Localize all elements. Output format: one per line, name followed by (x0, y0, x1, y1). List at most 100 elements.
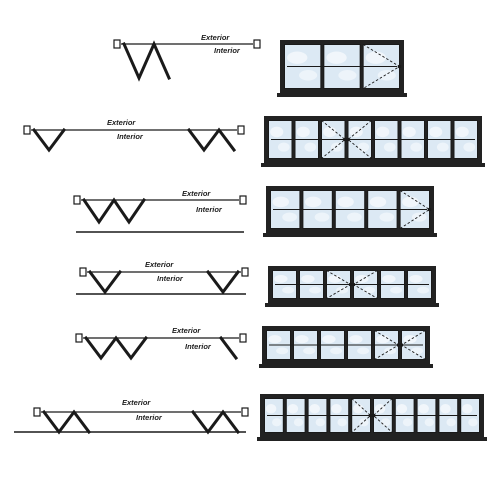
swing-indicator (351, 398, 372, 433)
glass-reflection (287, 51, 308, 64)
folded-panels-stack (81, 197, 147, 225)
glass-reflection (336, 286, 349, 294)
glass-reflection (315, 418, 326, 427)
handle-knob (371, 413, 376, 418)
glass-reflection (323, 126, 337, 138)
glass-reflection (462, 403, 473, 414)
folded-panels-stack (218, 335, 239, 361)
glass-reflection (330, 347, 343, 355)
glass-reflection (440, 403, 451, 414)
glass-reflection (287, 403, 299, 414)
jamb-right (239, 195, 247, 205)
glass-reflection (383, 142, 396, 152)
glass-reflection (424, 418, 435, 427)
glass-reflection (402, 418, 413, 427)
glass-reflection (357, 142, 370, 152)
door-sill (265, 303, 439, 307)
door-panel (266, 330, 291, 360)
glass-reflection (303, 347, 316, 355)
interior-label: Interior (214, 46, 241, 55)
glass-reflection (374, 403, 386, 414)
elevation-view (263, 186, 437, 237)
glass-reflection (301, 274, 315, 283)
glass-reflection (296, 126, 310, 138)
handle-knob (399, 343, 404, 347)
interior-label: Interior (117, 132, 144, 141)
glass-reflection (382, 274, 396, 283)
glass-reflection (455, 126, 469, 138)
glass-reflection (463, 142, 476, 152)
glass-reflection (282, 286, 295, 294)
glass-reflection (381, 418, 391, 427)
glass-reflection (446, 418, 456, 427)
handle-knob (368, 413, 373, 418)
handle-knob (343, 137, 347, 142)
glass-reflection (272, 418, 282, 427)
jamb-right (237, 125, 245, 135)
glass-reflection (369, 196, 387, 208)
glass-reflection (314, 212, 330, 222)
exterior-label: Exterior (172, 326, 201, 335)
glass-reflection (402, 196, 419, 208)
interior-label: Interior (157, 274, 184, 283)
elevation-view (259, 326, 433, 368)
jamb-left (75, 333, 83, 343)
door-sill (263, 233, 437, 237)
folded-panels-stack (41, 409, 92, 435)
handle-knob (351, 282, 356, 287)
glass-reflection (357, 347, 370, 355)
glass-reflection (349, 126, 363, 138)
glass-reflection (299, 70, 318, 81)
elevation-view (277, 40, 407, 97)
jamb-left (33, 407, 41, 417)
jamb-left (73, 195, 81, 205)
glass-reflection (429, 126, 443, 138)
exterior-label: Exterior (201, 33, 230, 42)
interior-label: Interior (196, 205, 223, 214)
glass-reflection (347, 212, 362, 222)
glass-reflection (411, 212, 427, 222)
glass-reflection (436, 142, 449, 152)
swing-indicator (321, 120, 346, 159)
glass-reflection (418, 403, 429, 414)
door-sill (257, 437, 487, 441)
folded-panels-stack (122, 40, 171, 82)
glass-reflection (274, 274, 288, 283)
glass-reflection (410, 142, 423, 152)
glass-reflection (390, 286, 403, 294)
glass-reflection (270, 126, 284, 138)
jamb-left (113, 39, 121, 49)
folded-panels-stack (31, 127, 67, 153)
folded-panels-stack (83, 335, 149, 361)
glass-reflection (330, 142, 343, 152)
door-sill (261, 163, 485, 167)
glass-reflection (282, 212, 297, 222)
glass-reflection (363, 286, 376, 294)
jamb-right (253, 39, 261, 49)
exterior-label: Exterior (145, 260, 174, 269)
glass-reflection (468, 418, 478, 427)
glass-reflection (379, 212, 395, 222)
folded-panels-stack (186, 127, 237, 153)
exterior-label: Exterior (182, 189, 211, 198)
folded-panels-stack (190, 409, 241, 435)
glass-reflection (272, 196, 290, 208)
glass-reflection (338, 70, 357, 81)
glass-reflection (328, 274, 342, 283)
glass-reflection (359, 418, 369, 427)
exterior-label: Exterior (122, 398, 151, 407)
handle-knob (427, 207, 432, 212)
elevation-view (257, 394, 487, 441)
door-sill (277, 93, 407, 97)
glass-reflection (349, 335, 363, 344)
glass-reflection (365, 51, 387, 64)
jamb-right (241, 407, 249, 417)
